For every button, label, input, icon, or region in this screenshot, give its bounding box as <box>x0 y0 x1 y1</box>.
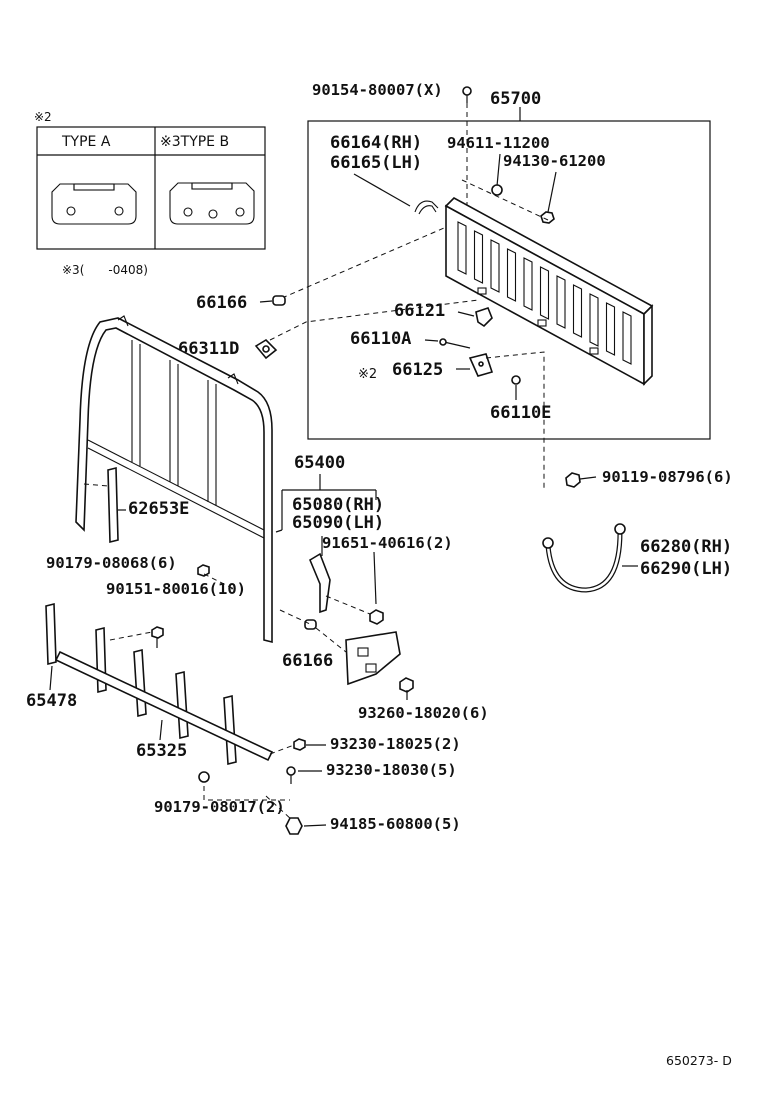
tailgate-ribs <box>457 221 632 365</box>
side-slats <box>45 602 274 766</box>
label-94130-61200: 94130-61200 <box>503 152 606 170</box>
bolt-93230-18025-icon <box>293 738 306 751</box>
label-66165: 66165(LH) <box>330 153 422 173</box>
label-66121: 66121 <box>394 301 445 321</box>
label-66166-upper: 66166 <box>196 293 247 313</box>
nut-icon <box>540 211 555 224</box>
latch-66121-icon <box>475 307 493 328</box>
tailgate-rib <box>490 239 500 293</box>
label-90179-08068: 90179-08068(6) <box>46 554 177 572</box>
label-90119-08796: 90119-08796(6) <box>602 468 733 486</box>
cable-end-icon <box>414 200 439 213</box>
rod-66110a-icon <box>439 338 471 349</box>
bushing-66166-lower-icon <box>304 619 317 630</box>
hinge-type-inset: ※2 TYPE A ※3TYPE B ※3( -0408) <box>34 110 266 277</box>
label-93260-18020: 93260-18020(6) <box>358 704 489 722</box>
label-66166-lower: 66166 <box>282 651 333 671</box>
type-b-label: ※3TYPE B <box>160 134 229 150</box>
label-66311d: 66311D <box>178 339 239 359</box>
bolt-93230-18030-icon <box>286 766 296 784</box>
tailgate-rib <box>523 257 533 311</box>
tailgate-assembly-box: 65700 90154-80007(X) 66164(RH) 66165(LH)… <box>307 81 711 490</box>
tailgate-frame <box>307 120 711 440</box>
label-94185-60800: 94185-60800(5) <box>330 815 461 833</box>
tailgate-rib <box>539 266 550 320</box>
bolt-91651-icon <box>369 609 384 625</box>
tailgate-rib <box>622 311 632 365</box>
tailgate-rib <box>605 302 616 356</box>
support-cable-icon <box>542 523 626 593</box>
tailgate-rib <box>589 293 599 347</box>
label-65080: 65080(RH) <box>292 495 384 515</box>
label-66110e: 66110E <box>490 403 551 423</box>
label-66280: 66280(RH) <box>640 537 732 557</box>
tailgate-rib <box>473 230 484 284</box>
clip-66110e-icon <box>511 375 521 385</box>
nut-90179-08017-icon <box>198 771 210 783</box>
type-b-hinge-plate <box>169 182 255 225</box>
label-65700: 65700 <box>490 89 541 109</box>
label-66164: 66164(RH) <box>330 133 422 153</box>
label-90154-80007: 90154-80007(X) <box>312 81 443 99</box>
rack-frame <box>75 315 273 644</box>
bolt-90154-icon <box>462 86 472 103</box>
diagram-code: 650273- D <box>666 1053 732 1068</box>
washer-icon <box>491 184 503 196</box>
label-90151-80016: 90151-80016(10) <box>106 580 246 598</box>
bolt-slat-icon <box>151 626 164 648</box>
hinge-bracket-icon <box>308 552 401 686</box>
tailgate-rib <box>556 275 566 329</box>
label-66110a: 66110A <box>350 329 411 349</box>
nut-94185-icon <box>285 817 303 835</box>
type-a-hinge-plate <box>51 183 137 225</box>
type-b-footnote: ※3( -0408) <box>62 263 148 277</box>
type-a-label: TYPE A <box>61 134 111 150</box>
bushing-66166-icon <box>272 295 286 306</box>
label-90179-08017: 90179-08017(2) <box>154 798 285 816</box>
marker-2-side: ※2 <box>358 367 377 382</box>
label-65325: 65325 <box>136 741 187 761</box>
label-66290: 66290(LH) <box>640 559 732 579</box>
label-65400: 65400 <box>294 453 345 473</box>
tailgate-rib <box>506 248 517 302</box>
nut-90179-icon <box>197 564 210 577</box>
label-91651-40616: 91651-40616(2) <box>322 534 453 552</box>
label-65478: 65478 <box>26 691 77 711</box>
label-62653e: 62653E <box>128 499 189 519</box>
label-65090: 65090(LH) <box>292 513 384 533</box>
tailgate-rib <box>572 284 583 338</box>
inset-frame <box>36 126 266 250</box>
hinge-66311d-icon <box>254 338 278 360</box>
label-66125: 66125 <box>392 360 443 380</box>
tailgate-panel <box>444 197 654 386</box>
tailgate-rib <box>457 221 467 275</box>
bolt-93260-icon <box>399 677 414 700</box>
marker-2-label: ※2 <box>34 110 52 124</box>
label-93230-18025: 93230-18025(2) <box>330 735 461 753</box>
label-93230-18030: 93230-18030(5) <box>326 761 457 779</box>
label-94611-11200: 94611-11200 <box>447 134 550 152</box>
bolt-90119-icon <box>565 472 597 488</box>
